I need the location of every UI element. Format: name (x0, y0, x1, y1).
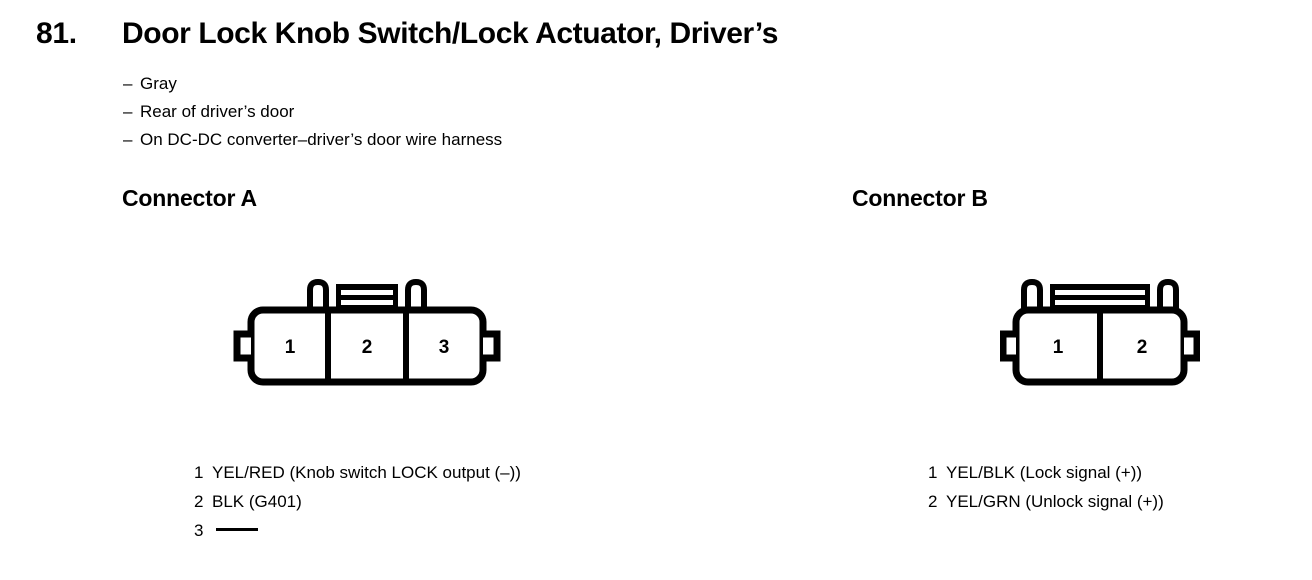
page-title: Door Lock Knob Switch/Lock Actuator, Dri… (122, 17, 779, 50)
legend-pin-description: YEL/BLK (Lock signal (+)) (946, 463, 1143, 482)
cavity-label-2: 2 (1137, 337, 1148, 358)
connector-b-pin-legend: 1 YEL/BLK (Lock signal (+)) 2 YEL/GRN (U… (928, 458, 1164, 516)
legend-row: 3 (194, 516, 521, 545)
legend-unused-dash-icon (216, 528, 258, 531)
connector-notes-list: –Gray –Rear of driver’s door –On DC-DC c… (123, 70, 823, 154)
note-label: On DC-DC converter–driver’s door wire ha… (140, 130, 503, 149)
connector-a-pin-legend: 1 YEL/RED (Knob switch LOCK output (–)) … (194, 458, 521, 545)
connector-b-heading: Connector B (852, 185, 988, 211)
connector-b-diagram: 1 2 (1000, 279, 1200, 386)
legend-pin-description: BLK (G401) (212, 492, 302, 511)
legend-row: 2 BLK (G401) (194, 487, 521, 516)
legend-pin-number: 1 (194, 463, 204, 482)
note-label: Rear of driver’s door (140, 102, 295, 121)
latch-post-right-icon (1157, 279, 1179, 313)
latch-center-block-icon (1050, 284, 1150, 310)
connector-a-diagram: 1 2 3 (233, 279, 501, 386)
latch-slot-upper-icon (1055, 290, 1145, 295)
latch-center-block-icon (336, 284, 398, 310)
side-tab-left-icon (233, 330, 251, 362)
page-header: 81. Door Lock Knob Switch/Lock Actuator,… (0, 14, 1312, 60)
latch-slot-lower-icon (341, 300, 393, 305)
note-item: –Rear of driver’s door (123, 98, 823, 126)
legend-pin-description: YEL/GRN (Unlock signal (+)) (946, 492, 1164, 511)
latch-post-left-icon (1021, 279, 1043, 313)
legend-row: 1 YEL/RED (Knob switch LOCK output (–)) (194, 458, 521, 487)
side-tab-left-icon (1000, 330, 1016, 362)
latch-slot-lower-icon (1055, 300, 1145, 305)
note-dash: – (123, 74, 133, 93)
cavity-label-1: 1 (285, 337, 296, 358)
latch-slot-upper-icon (341, 290, 393, 295)
item-number: 81. (36, 17, 77, 50)
latch-post-left-icon (307, 279, 329, 313)
legend-row: 2 YEL/GRN (Unlock signal (+)) (928, 487, 1164, 516)
side-tab-right-icon (1184, 330, 1200, 362)
legend-pin-number: 2 (928, 492, 938, 511)
cavity-label-3: 3 (439, 337, 450, 358)
note-dash: – (123, 130, 133, 149)
note-item: –Gray (123, 70, 823, 98)
cavity-label-1: 1 (1053, 337, 1064, 358)
legend-pin-number: 3 (194, 521, 204, 540)
note-dash: – (123, 102, 133, 121)
legend-pin-number: 2 (194, 492, 204, 511)
legend-row: 1 YEL/BLK (Lock signal (+)) (928, 458, 1164, 487)
connector-a-heading: Connector A (122, 185, 257, 211)
note-item: –On DC-DC converter–driver’s door wire h… (123, 126, 823, 154)
legend-pin-number: 1 (928, 463, 938, 482)
legend-pin-description: YEL/RED (Knob switch LOCK output (–)) (212, 463, 521, 482)
side-tab-right-icon (483, 330, 501, 362)
latch-post-right-icon (405, 279, 427, 313)
note-label: Gray (140, 74, 177, 93)
cavity-label-2: 2 (362, 337, 373, 358)
